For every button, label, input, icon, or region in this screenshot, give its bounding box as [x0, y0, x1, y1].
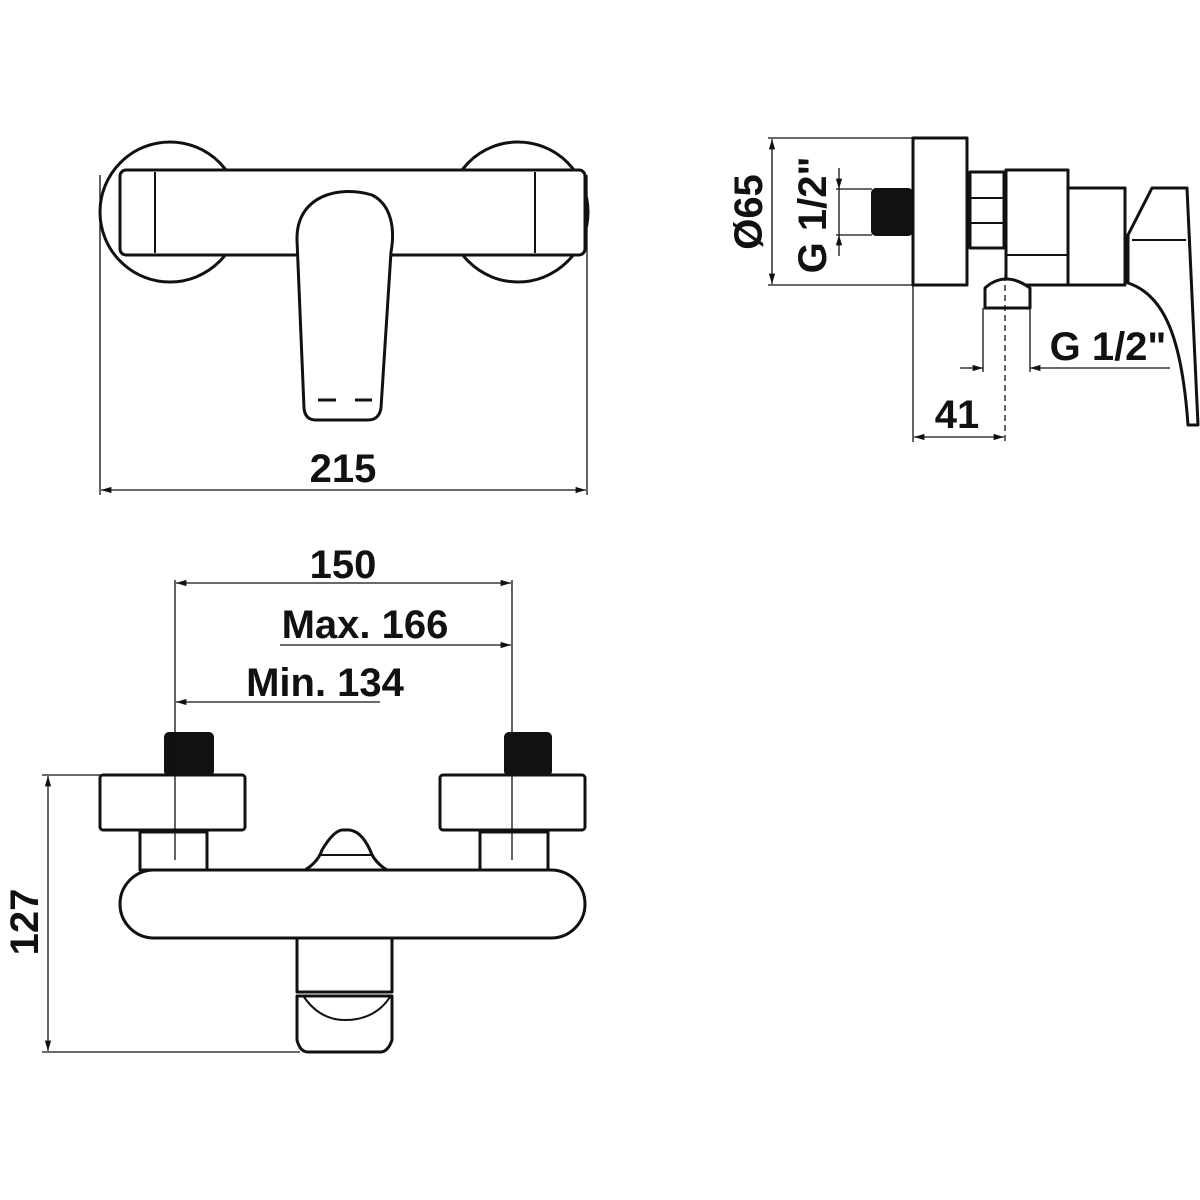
top-view: 150 Max. 166 Min. 134 127 — [3, 543, 587, 1054]
dome — [303, 828, 389, 872]
lever-side — [1126, 186, 1200, 427]
lever-handle — [295, 189, 395, 422]
nut — [968, 170, 1006, 250]
right-stem — [478, 830, 550, 872]
diameter-label: Ø65 — [727, 174, 771, 250]
height-label: 127 — [3, 889, 47, 956]
side-view: Ø65 G 1/2" 41 G 1/2" — [727, 136, 1200, 442]
left-cap — [98, 773, 247, 832]
max-label: Max. 166 — [282, 603, 449, 647]
left-inlet-thread — [164, 732, 214, 776]
min-label: Min. 134 — [246, 661, 405, 705]
rosette-side — [911, 136, 969, 287]
width-label: 215 — [310, 447, 377, 491]
body-bar — [118, 868, 587, 940]
nozzle — [295, 994, 394, 1054]
left-stem — [138, 830, 209, 872]
outlet-thread-label: G 1/2" — [1050, 325, 1167, 369]
body-block — [1004, 168, 1070, 287]
inlet-thread — [871, 188, 913, 236]
front-view: 215 — [98, 140, 590, 495]
depth-label: 41 — [935, 393, 980, 437]
outlet-nut — [983, 277, 1032, 310]
spout — [295, 936, 394, 994]
center-distance-label: 150 — [310, 543, 377, 587]
cartridge-block — [1066, 186, 1127, 287]
inlet-thread-label: G 1/2" — [791, 157, 835, 274]
